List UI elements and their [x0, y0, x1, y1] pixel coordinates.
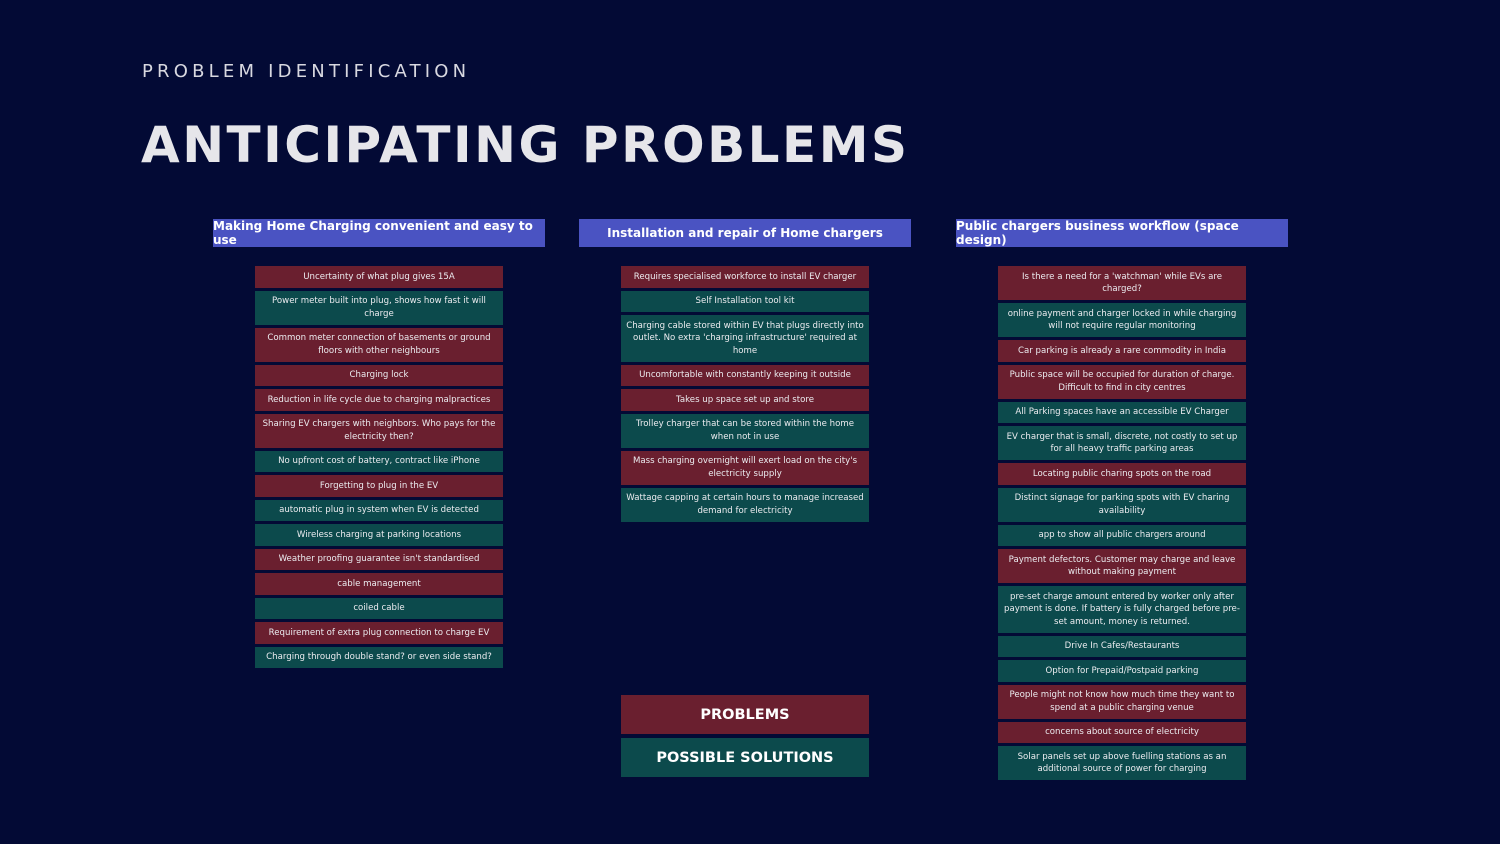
solution-card: Wireless charging at parking locations	[255, 524, 503, 546]
problem-card: Mass charging overnight will exert load …	[621, 450, 869, 485]
problem-card: Sharing EV chargers with neighbors. Who …	[255, 413, 503, 448]
page-title: ANTICIPATING PROBLEMS	[141, 116, 910, 174]
problem-card: Is there a need for a 'watchman' while E…	[998, 266, 1246, 300]
section-kicker: PROBLEM IDENTIFICATION	[142, 61, 471, 82]
solution-card: No upfront cost of battery, contract lik…	[255, 450, 503, 472]
problem-card: Common meter connection of basements or …	[255, 327, 503, 362]
problem-card: Requirement of extra plug connection to …	[255, 622, 503, 644]
column-header-public-chargers: Public chargers business workflow (space…	[956, 219, 1288, 247]
problem-card: Car parking is already a rare commodity …	[998, 340, 1246, 362]
solution-card: app to show all public chargers around	[998, 524, 1246, 546]
problem-card: Uncomfortable with constantly keeping it…	[621, 364, 869, 386]
problem-card: Uncertainty of what plug gives 15A	[255, 266, 503, 288]
solution-card: Charging cable stored within EV that plu…	[621, 315, 869, 362]
column-installation: Requires specialised workforce to instal…	[621, 266, 869, 522]
solution-card: Wattage capping at certain hours to mana…	[621, 487, 869, 522]
problem-card: Requires specialised workforce to instal…	[621, 266, 869, 288]
solution-card: Solar panels set up above fuelling stati…	[998, 746, 1246, 780]
problem-card: Charging lock	[255, 364, 503, 386]
column-public-chargers: Is there a need for a 'watchman' while E…	[998, 266, 1246, 780]
solution-card: Trolley charger that can be stored withi…	[621, 413, 869, 448]
legend-possible-solutions: POSSIBLE SOLUTIONS	[621, 738, 869, 777]
problem-card: Locating public charing spots on the roa…	[998, 463, 1246, 485]
solution-card: Distinct signage for parking spots with …	[998, 487, 1246, 522]
solution-card: pre-set charge amount entered by worker …	[998, 586, 1246, 633]
problem-card: cable management	[255, 573, 503, 595]
solution-card: Charging through double stand? or even s…	[255, 646, 503, 668]
problem-card: concerns about source of electricity	[998, 721, 1246, 743]
column-header-installation: Installation and repair of Home chargers	[579, 219, 911, 247]
problem-card: Reduction in life cycle due to charging …	[255, 389, 503, 411]
problem-card: Weather proofing guarantee isn't standar…	[255, 548, 503, 570]
legend-problems: PROBLEMS	[621, 695, 869, 734]
problem-card: Takes up space set up and store	[621, 389, 869, 411]
solution-card: Power meter built into plug, shows how f…	[255, 290, 503, 325]
solution-card: Drive In Cafes/Restaurants	[998, 635, 1246, 657]
problem-card: Forgetting to plug in the EV	[255, 475, 503, 497]
solution-card: coiled cable	[255, 597, 503, 619]
solution-card: Self Installation tool kit	[621, 290, 869, 312]
solution-card: EV charger that is small, discrete, not …	[998, 426, 1246, 460]
solution-card: automatic plug in system when EV is dete…	[255, 499, 503, 521]
problem-card: Public space will be occupied for durati…	[998, 364, 1246, 399]
column-header-home-charging: Making Home Charging convenient and easy…	[213, 219, 545, 247]
solution-card: Option for Prepaid/Postpaid parking	[998, 660, 1246, 682]
solution-card: online payment and charger locked in whi…	[998, 303, 1246, 337]
solution-card: All Parking spaces have an accessible EV…	[998, 401, 1246, 423]
problem-card: Payment defectors. Customer may charge a…	[998, 549, 1246, 583]
problem-card: People might not know how much time they…	[998, 684, 1246, 719]
